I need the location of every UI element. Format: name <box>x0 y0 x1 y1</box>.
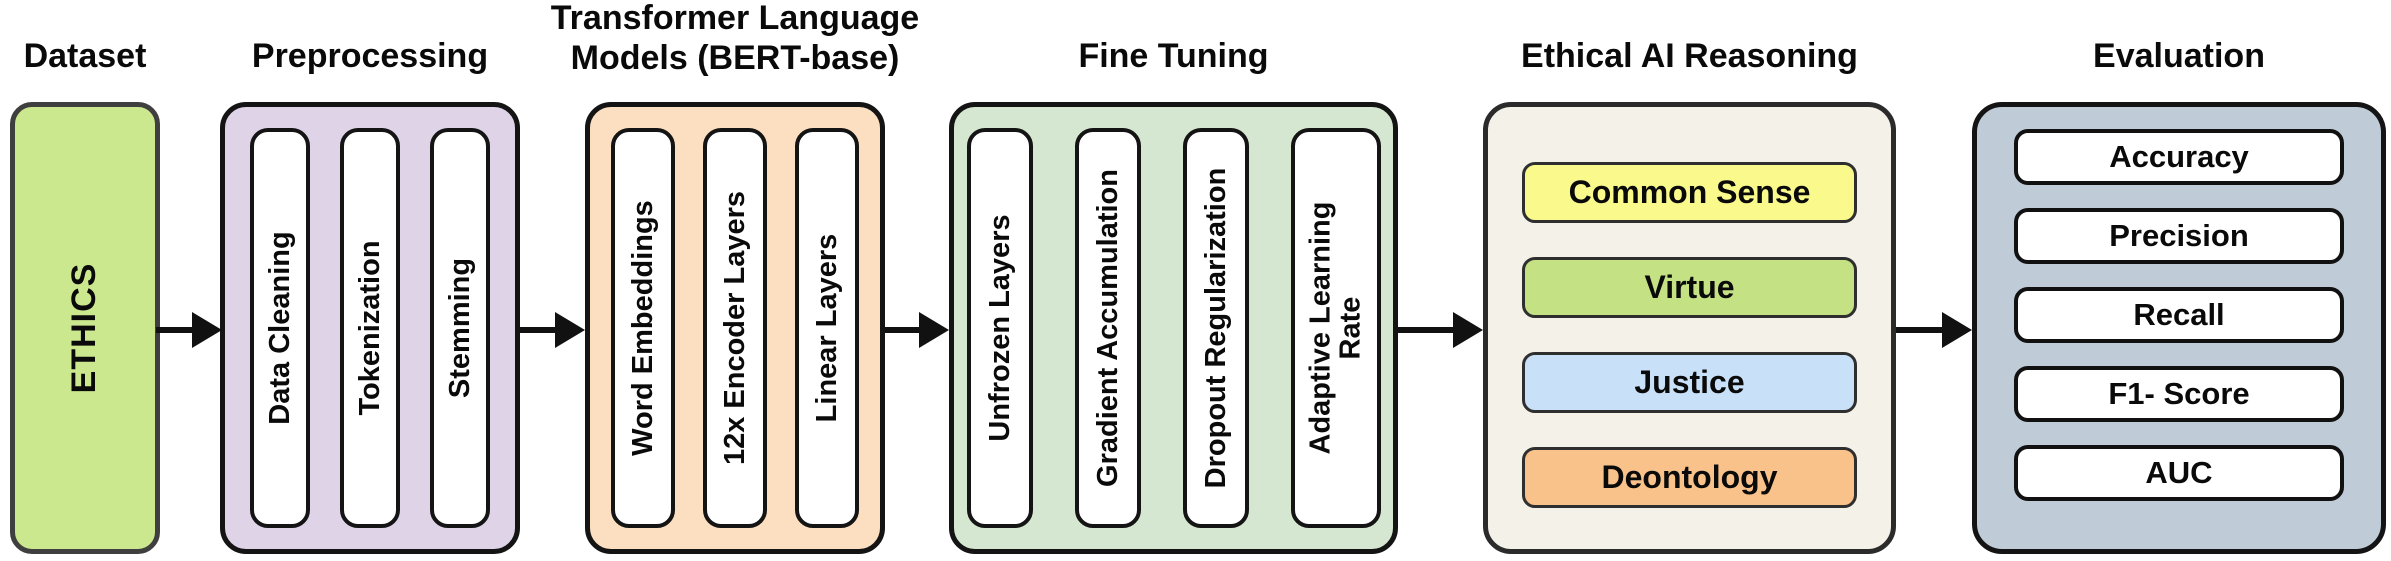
dataset-label: ETHICS <box>65 262 104 394</box>
flow-arrow <box>1398 312 1483 348</box>
transformer-item-label: Linear Layers <box>810 233 843 423</box>
section-title-ethical-ai-reasoning: Ethical AI Reasoning <box>1521 37 1858 75</box>
ethical-pill-common-sense: Common Sense <box>1522 162 1857 223</box>
transformer-item-box: Linear Layers <box>795 128 859 528</box>
transformer-item-box: 12x Encoder Layers <box>703 128 767 528</box>
fine-tuning-item-box: Dropout Regularization <box>1182 128 1249 528</box>
section-title-transformer-line1: Transformer Language <box>550 0 920 37</box>
flow-arrow <box>885 312 949 348</box>
ethical-pill-deontology: Deontology <box>1522 447 1857 508</box>
fine-tuning-item-box: Adaptive Learning Rate <box>1290 128 1381 528</box>
fine-tuning-item-box: Unfrozen Layers <box>966 128 1033 528</box>
fine-tuning-item-label: Dropout Regularization <box>1199 167 1232 489</box>
evaluation-item-label: Recall <box>2133 297 2225 332</box>
ethical-reasoning-container: Common Sense Virtue Justice Deontology <box>1483 102 1896 554</box>
section-title-preprocessing: Preprocessing <box>251 37 489 75</box>
flow-arrow <box>1896 312 1972 348</box>
section-title-dataset: Dataset <box>23 37 147 75</box>
fine-tuning-item-label: Adaptive Learning Rate <box>1304 201 1367 455</box>
ethical-pill-justice: Justice <box>1522 352 1857 413</box>
transformer-item-label: 12x Encoder Layers <box>718 190 751 466</box>
arrow-head-icon <box>1942 312 1972 348</box>
ethical-pill-label: Deontology <box>1601 459 1778 495</box>
preprocessing-item-label: Data Cleaning <box>263 231 296 425</box>
evaluation-item-label: Precision <box>2109 218 2249 253</box>
section-title-evaluation: Evaluation <box>2093 37 2265 75</box>
ethical-pill-virtue: Virtue <box>1522 257 1857 318</box>
arrow-head-icon <box>555 312 585 348</box>
arrow-line <box>1896 327 1942 333</box>
arrow-head-icon <box>192 312 222 348</box>
preprocessing-item-label: Stemming <box>443 257 476 399</box>
evaluation-container: Accuracy Precision Recall F1- Score AUC <box>1972 102 2386 554</box>
evaluation-item-recall: Recall <box>2014 287 2344 343</box>
arrow-line <box>885 327 919 333</box>
fine-tuning-item-label: Gradient Accumulation <box>1091 169 1124 487</box>
arrow-line <box>1398 327 1453 333</box>
section-title-transformer: Transformer Language Models (BERT-base) <box>545 0 925 78</box>
evaluation-item-f1-score: F1- Score <box>2014 366 2344 422</box>
preprocessing-container: Data Cleaning Tokenization Stemming <box>220 102 520 554</box>
arrow-line <box>156 327 192 333</box>
arrow-line <box>520 327 555 333</box>
ethical-pill-label: Virtue <box>1644 269 1735 305</box>
preprocessing-item-box: Tokenization <box>340 128 400 528</box>
evaluation-item-label: Accuracy <box>2109 139 2249 174</box>
section-title-transformer-line2: Models (BERT-base) <box>570 39 900 77</box>
flow-arrow <box>156 312 222 348</box>
fine-tuning-item-box: Gradient Accumulation <box>1074 128 1141 528</box>
dataset-box: ETHICS <box>10 102 160 554</box>
fine-tuning-item-label: Unfrozen Layers <box>983 214 1016 442</box>
ethical-pill-label: Common Sense <box>1568 174 1811 210</box>
evaluation-item-label: AUC <box>2145 455 2213 490</box>
preprocessing-item-box: Data Cleaning <box>250 128 310 528</box>
arrow-head-icon <box>1453 312 1483 348</box>
section-title-fine-tuning: Fine Tuning <box>1078 37 1269 75</box>
ethical-pill-label: Justice <box>1634 364 1745 400</box>
preprocessing-item-label: Tokenization <box>353 240 386 416</box>
transformer-item-label: Word Embeddings <box>626 200 659 456</box>
evaluation-item-auc: AUC <box>2014 445 2344 501</box>
arrow-head-icon <box>919 312 949 348</box>
transformer-container: Word Embeddings 12x Encoder Layers Linea… <box>585 102 885 554</box>
transformer-item-box: Word Embeddings <box>611 128 675 528</box>
evaluation-item-label: F1- Score <box>2108 376 2250 411</box>
evaluation-item-accuracy: Accuracy <box>2014 129 2344 185</box>
preprocessing-item-box: Stemming <box>430 128 490 528</box>
fine-tuning-container: Unfrozen Layers Gradient Accumulation Dr… <box>949 102 1398 554</box>
flow-arrow <box>520 312 585 348</box>
evaluation-item-precision: Precision <box>2014 208 2344 264</box>
